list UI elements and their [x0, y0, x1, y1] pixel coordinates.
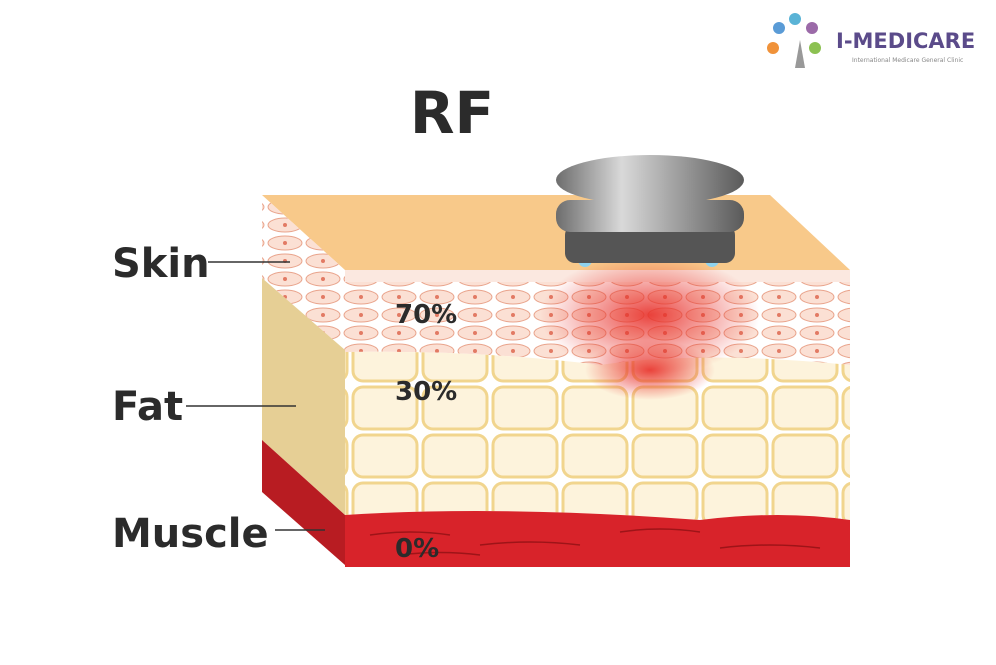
side-skin — [262, 195, 345, 350]
title: RF — [410, 79, 494, 147]
front-fat — [345, 351, 850, 520]
percent-muscle: 0% — [395, 534, 439, 564]
label-muscle: Muscle — [112, 511, 269, 557]
front-muscle — [345, 511, 850, 567]
side-fat — [262, 278, 345, 515]
logo-tagline: International Medicare General Clinic — [852, 57, 963, 64]
heat-zone — [540, 255, 760, 375]
label-skin: Skin — [112, 241, 210, 287]
rf-device — [556, 155, 744, 267]
label-fat: Fat — [112, 384, 183, 430]
skin-top-surface — [262, 195, 850, 270]
percent-fat: 30% — [395, 377, 457, 407]
percent-skin: 70% — [395, 300, 457, 330]
logo-name: I-MEDICARE — [836, 29, 975, 53]
logo: I-MEDICARE International Medicare Genera… — [767, 13, 975, 68]
side-muscle — [262, 440, 345, 565]
